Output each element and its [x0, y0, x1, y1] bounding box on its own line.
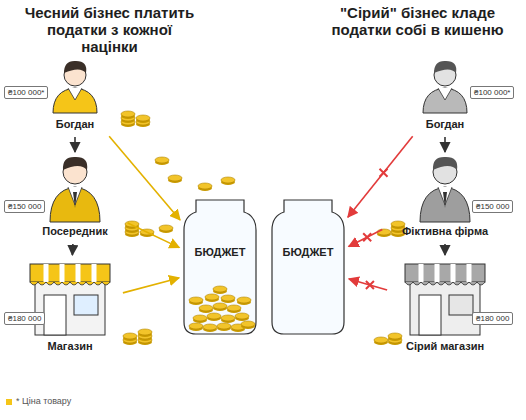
- footnote-mark: [6, 399, 12, 405]
- price-tag: ₴100 000*: [470, 86, 514, 99]
- price-tag: ₴150 000: [4, 200, 45, 213]
- jar-coins: [189, 286, 255, 332]
- node-text-row: БЮДЖЕТ: [182, 242, 258, 260]
- blocked-tax-arrow: [349, 279, 387, 290]
- flow-arrow: [445, 244, 446, 255]
- node-text-row: Сірий магазин: [390, 336, 500, 354]
- actor-name: Магазин: [47, 340, 92, 352]
- column-heading: Чесний бізнес платить податки з кожної н…: [22, 4, 197, 55]
- flow-arrow: [445, 137, 446, 152]
- actor-name: Фіктивна фірма: [402, 225, 488, 237]
- person-figure: [420, 157, 470, 222]
- node-text-row: Богдан: [400, 114, 490, 132]
- blocked-tax-arrow: [348, 136, 413, 217]
- flow-arrow: [123, 278, 179, 293]
- coin-stack: [374, 221, 405, 345]
- connector-line: [72, 244, 74, 255]
- cross-mark: [363, 233, 371, 241]
- price-tag: ₴180 000: [4, 312, 45, 325]
- actor-node: Магазин: [20, 258, 120, 356]
- connector-line: [348, 136, 413, 217]
- connector-line: [74, 137, 76, 152]
- node-text-row: Богдан: [30, 114, 120, 132]
- connector-line: [109, 136, 180, 220]
- actor-name: Богдан: [426, 118, 465, 130]
- jar-label: БЮДЖЕТ: [283, 246, 334, 258]
- cross-mark: [366, 281, 374, 289]
- connector-line: [349, 279, 387, 290]
- actor-name: Посередник: [42, 225, 107, 237]
- price-tag: ₴180 000: [472, 312, 513, 325]
- connector-line: [128, 223, 180, 248]
- actor-node: Посередник: [25, 155, 125, 241]
- column-heading: "Сірий" бізнес кладе податки собі в кише…: [330, 4, 505, 38]
- actor-name: Сірий магазин: [406, 340, 484, 352]
- connector-line: [123, 278, 179, 293]
- connector-line: [444, 137, 446, 152]
- jar-outline: [184, 200, 344, 334]
- connector-line: [349, 230, 383, 247]
- actor-name: Богдан: [56, 118, 95, 130]
- budget-jar: БЮДЖЕТ: [270, 198, 346, 336]
- flow-arrow: [72, 244, 74, 255]
- footnote: * Ціна товару: [16, 396, 71, 406]
- price-tag: ₴150 000: [472, 200, 513, 213]
- person-figure: [53, 61, 97, 113]
- actor-node: Фіктивна фірма: [385, 155, 505, 241]
- flow-arrow: [128, 223, 180, 248]
- connector-line: [444, 244, 446, 255]
- cross-mark: [380, 169, 388, 177]
- budget-jar: БЮДЖЕТ: [182, 198, 258, 336]
- node-text-row: Посередник: [25, 221, 125, 239]
- blocked-tax-arrow: [349, 230, 383, 247]
- flow-arrow: [75, 137, 76, 152]
- price-tag: ₴100 000*: [4, 86, 48, 99]
- node-text-row: Магазин: [20, 336, 120, 354]
- person-figure: [423, 61, 467, 113]
- jar-label: БЮДЖЕТ: [195, 246, 246, 258]
- node-text-row: Фіктивна фірма: [385, 221, 505, 239]
- flow-arrow: [109, 136, 180, 220]
- node-text-row: БЮДЖЕТ: [270, 242, 346, 260]
- actor-node: Сірий магазин: [390, 258, 500, 356]
- person-figure: [50, 157, 100, 222]
